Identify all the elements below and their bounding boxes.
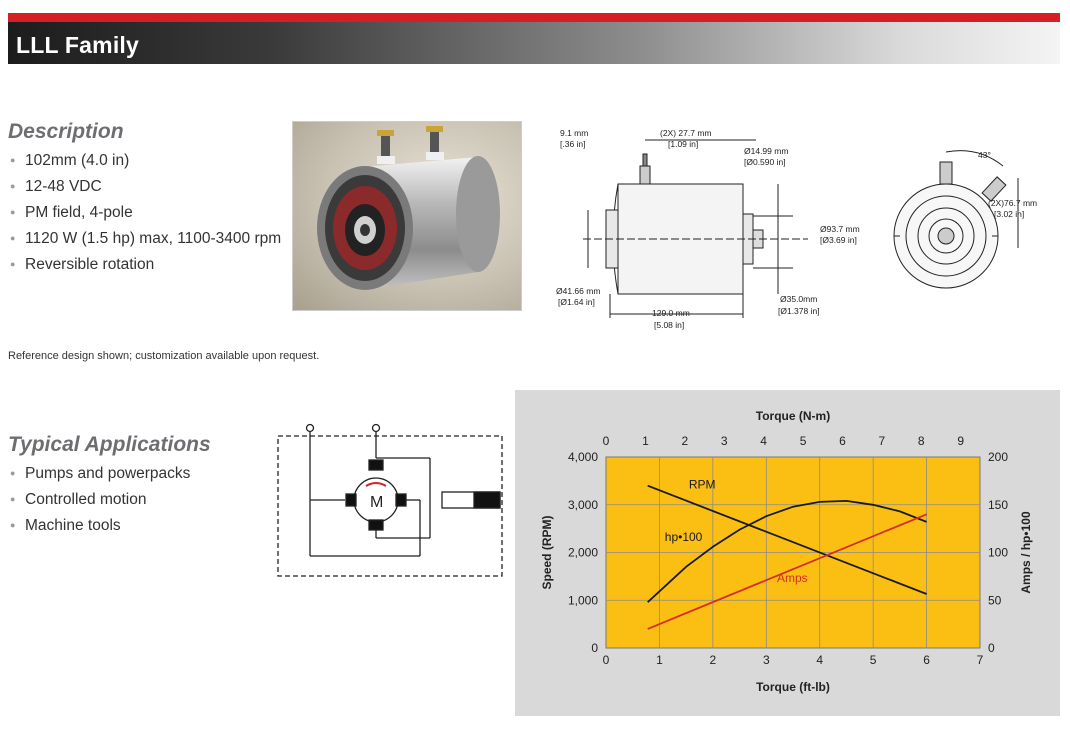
dim-text: (2X) 27.7 mm — [660, 128, 712, 138]
header-accent-bar — [8, 13, 1060, 22]
y-tick-label: 1,000 — [568, 593, 598, 607]
dim-text: 43° — [978, 150, 991, 160]
description-item: 102mm (4.0 in) — [10, 147, 281, 173]
dimension-drawing: 9.1 mm [.36 in] (2X) 27.7 mm [1.09 in] Ø… — [556, 128, 1037, 330]
description-item: 12-48 VDC — [10, 173, 281, 199]
y-axis-label: Speed (RPM) — [540, 515, 554, 589]
applications-list: Pumps and powerpacks Controlled motion M… — [10, 460, 190, 538]
x2-tick-label: 8 — [918, 434, 925, 448]
y-tick-label: 0 — [591, 641, 598, 655]
dim-text: [Ø1.64 in] — [558, 297, 595, 307]
description-item: PM field, 4-pole — [10, 199, 281, 225]
dim-text: [Ø3.69 in] — [820, 235, 857, 245]
page-title: LLL Family — [16, 32, 139, 58]
description-list: 102mm (4.0 in) 12-48 VDC PM field, 4-pol… — [10, 147, 281, 277]
dim-text: [Ø0.590 in] — [744, 157, 786, 167]
x2-tick-label: 5 — [800, 434, 807, 448]
application-item: Controlled motion — [10, 486, 190, 512]
dim-text: 129.0 mm — [652, 308, 690, 318]
x2-tick-label: 3 — [721, 434, 728, 448]
dim-text: 9.1 mm — [560, 128, 588, 138]
x-tick-label: 2 — [710, 653, 717, 667]
header-banner: LLL Family — [8, 22, 1060, 64]
y2-tick-label: 200 — [988, 450, 1008, 464]
series-label: hp•100 — [665, 530, 703, 544]
x2-tick-label: 9 — [957, 434, 964, 448]
y2-axis-label: Amps / hp•100 — [1019, 511, 1033, 594]
x2-tick-label: 1 — [642, 434, 649, 448]
x2-axis-label: Torque (N-m) — [756, 409, 830, 423]
x-tick-label: 4 — [816, 653, 823, 667]
reference-note: Reference design shown; customization av… — [8, 350, 320, 362]
x-tick-label: 7 — [977, 653, 984, 667]
dim-text: [3.02 in] — [994, 209, 1024, 219]
x2-tick-label: 2 — [681, 434, 688, 448]
motor-label: M — [370, 494, 383, 511]
series-line-amps — [647, 513, 927, 630]
x-tick-label: 1 — [656, 653, 663, 667]
series-label: Amps — [777, 571, 808, 585]
x-tick-label: 3 — [763, 653, 770, 667]
series-line-hp-100 — [647, 499, 927, 603]
series-label: RPM — [689, 478, 716, 492]
y2-tick-label: 50 — [988, 593, 1002, 607]
x-axis-label: Torque (ft-lb) — [756, 680, 830, 694]
series-line-rpm — [647, 484, 927, 595]
description-title: Description — [8, 120, 124, 143]
y2-tick-label: 100 — [988, 546, 1008, 560]
applications-title: Typical Applications — [8, 433, 211, 456]
x2-tick-label: 0 — [603, 434, 610, 448]
application-item: Pumps and powerpacks — [10, 460, 190, 486]
x2-tick-label: 6 — [839, 434, 846, 448]
dim-text: [1.09 in] — [668, 139, 698, 149]
dim-text: Ø41.66 mm — [556, 286, 600, 296]
x2-tick-label: 4 — [760, 434, 767, 448]
y2-tick-label: 0 — [988, 641, 995, 655]
dim-text: Ø35.0mm — [780, 294, 817, 304]
x-tick-label: 5 — [870, 653, 877, 667]
x-tick-label: 0 — [603, 653, 610, 667]
wiring-schematic: M — [277, 423, 503, 577]
dim-text: (2X)76.7 mm — [988, 198, 1037, 208]
x-tick-label: 6 — [923, 653, 930, 667]
motor-photo — [292, 121, 522, 311]
dim-text: Ø93.7 mm — [820, 224, 860, 234]
y-tick-label: 2,000 — [568, 546, 598, 560]
y-tick-label: 4,000 — [568, 450, 598, 464]
description-item: Reversible rotation — [10, 251, 281, 277]
y-tick-label: 3,000 — [568, 498, 598, 512]
application-item: Machine tools — [10, 512, 190, 538]
dim-text: Ø14.99 mm — [744, 146, 788, 156]
description-item: 1120 W (1.5 hp) max, 1100-3400 rpm — [10, 225, 281, 251]
dim-text: [5.08 in] — [654, 320, 684, 330]
dim-text: [.36 in] — [560, 139, 586, 149]
dim-text: [Ø1.378 in] — [778, 306, 820, 316]
x2-tick-label: 7 — [879, 434, 886, 448]
y2-tick-label: 150 — [988, 498, 1008, 512]
